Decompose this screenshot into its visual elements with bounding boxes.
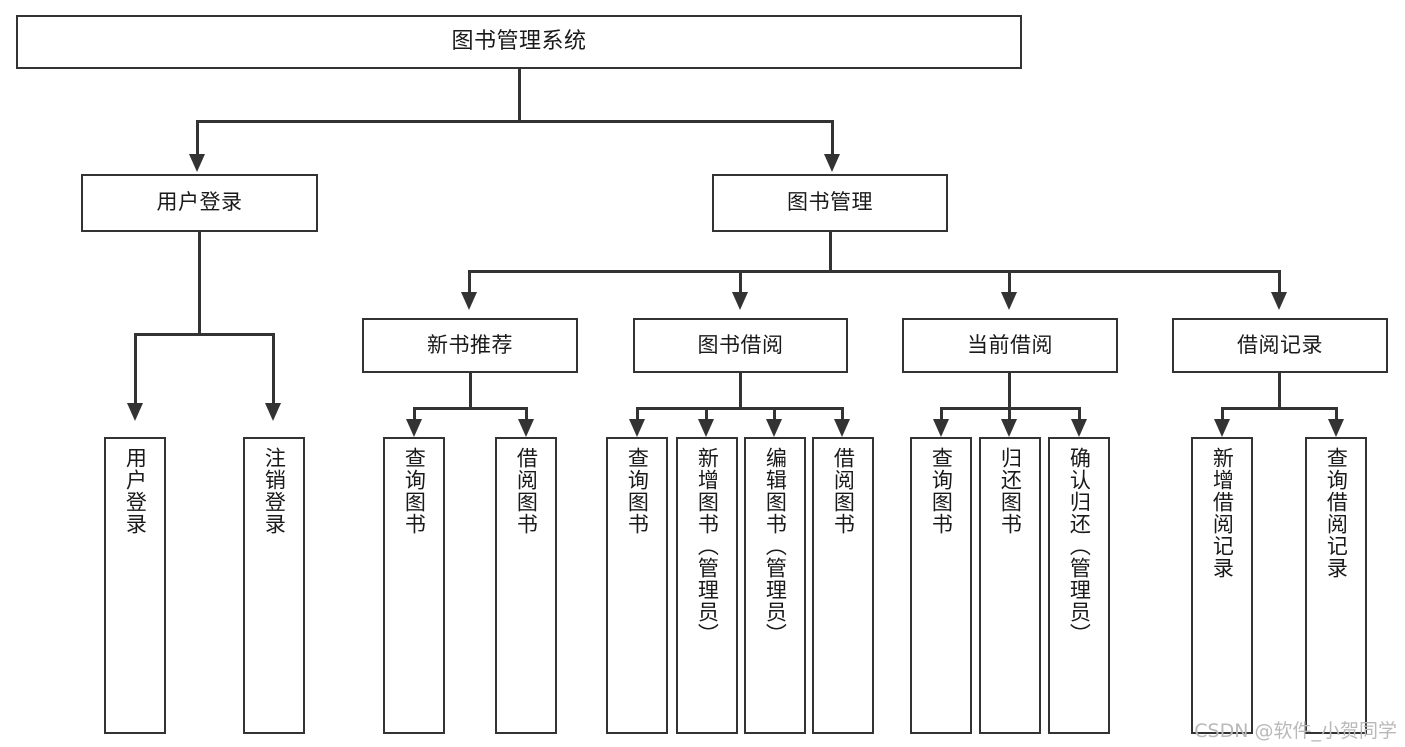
node-label: 新增图书（管理员） bbox=[695, 447, 720, 645]
edge-new-books-drop-1 bbox=[413, 407, 416, 421]
leaf-node-return-book[interactable]: 归还图书 bbox=[979, 437, 1041, 734]
node-label: 确认归还（管理员） bbox=[1067, 447, 1092, 645]
edge-current-trunk bbox=[1008, 373, 1011, 409]
arrowhead-leaf-new-books-1 bbox=[406, 419, 422, 437]
node-label: 查询图书 bbox=[929, 447, 954, 535]
edge-records-drop-1 bbox=[1221, 407, 1224, 421]
edge-records-drop-2 bbox=[1335, 407, 1338, 421]
arrowhead-leaf-new-books-2 bbox=[518, 419, 534, 437]
edge-new-books-trunk bbox=[469, 373, 472, 409]
node-label: 编辑图书（管理员） bbox=[763, 447, 788, 645]
leaf-node-logout[interactable]: 注销登录 bbox=[243, 437, 305, 734]
node-book-borrow[interactable]: 图书借阅 bbox=[633, 318, 848, 373]
node-label: 查询图书 bbox=[402, 447, 427, 535]
arrowhead-borrow-records bbox=[1271, 292, 1287, 310]
node-label: 当前借阅 bbox=[967, 332, 1053, 357]
leaf-node-borrow-books-new[interactable]: 借阅图书 bbox=[495, 437, 557, 734]
arrowhead-leaf-current-2 bbox=[1001, 419, 1017, 437]
node-root-system[interactable]: 图书管理系统 bbox=[16, 15, 1022, 69]
arrowhead-leaf-borrow-4 bbox=[834, 419, 850, 437]
edge-user-login-trunk bbox=[198, 232, 201, 335]
arrowhead-leaf-user-login-1 bbox=[127, 403, 143, 421]
arrowhead-book-borrow bbox=[732, 292, 748, 310]
arrowhead-leaf-current-3 bbox=[1071, 419, 1087, 437]
arrowhead-user-login bbox=[189, 154, 205, 172]
leaf-node-confirm-return-admin[interactable]: 确认归还（管理员） bbox=[1048, 437, 1110, 734]
leaf-node-query-borrow-record[interactable]: 查询借阅记录 bbox=[1305, 437, 1367, 734]
node-label: 图书管理 bbox=[787, 190, 873, 215]
edge-root-trunk bbox=[518, 69, 521, 121]
watermark-text: CSDN @软件_小贺同学 bbox=[1194, 720, 1397, 742]
arrowhead-new-books bbox=[461, 292, 477, 310]
arrowhead-leaf-records-1 bbox=[1214, 419, 1230, 437]
node-user-login[interactable]: 用户登录 bbox=[81, 174, 318, 232]
edge-root-to-user-login bbox=[196, 120, 199, 156]
arrowhead-leaf-borrow-3 bbox=[766, 419, 782, 437]
edge-borrow-drop-2 bbox=[705, 407, 708, 421]
edge-borrow-trunk bbox=[739, 373, 742, 409]
edge-book-manage-drop-3 bbox=[1008, 270, 1011, 294]
edge-current-drop-1 bbox=[940, 407, 943, 421]
leaf-node-user-login[interactable]: 用户登录 bbox=[104, 437, 166, 734]
node-borrow-records[interactable]: 借阅记录 bbox=[1172, 318, 1388, 373]
leaf-node-query-books-borrow[interactable]: 查询图书 bbox=[606, 437, 668, 734]
edge-book-manage-bus bbox=[468, 270, 1279, 273]
node-label: 借阅记录 bbox=[1237, 332, 1323, 357]
edge-borrow-drop-3 bbox=[773, 407, 776, 421]
edge-user-login-bus bbox=[134, 333, 275, 336]
node-label: 借阅图书 bbox=[831, 447, 856, 535]
edge-book-manage-drop-2 bbox=[739, 270, 742, 294]
arrowhead-leaf-user-login-2 bbox=[265, 403, 281, 421]
arrowhead-book-manage bbox=[824, 154, 840, 172]
edge-book-manage-drop-4 bbox=[1278, 270, 1281, 294]
leaf-node-add-borrow-record[interactable]: 新增借阅记录 bbox=[1191, 437, 1253, 734]
node-current-borrow[interactable]: 当前借阅 bbox=[902, 318, 1118, 373]
edge-borrow-drop-1 bbox=[636, 407, 639, 421]
node-label: 归还图书 bbox=[998, 447, 1023, 535]
edge-book-manage-drop-1 bbox=[468, 270, 471, 294]
node-label: 新增借阅记录 bbox=[1210, 447, 1235, 579]
node-label: 查询借阅记录 bbox=[1324, 447, 1349, 579]
node-label: 图书借阅 bbox=[697, 332, 784, 357]
edge-root-to-book-manage bbox=[831, 120, 834, 156]
node-label: 查询图书 bbox=[625, 447, 650, 535]
node-label: 注销登录 bbox=[262, 447, 287, 535]
leaf-node-edit-book-admin[interactable]: 编辑图书（管理员） bbox=[744, 437, 806, 734]
leaf-node-borrow-book[interactable]: 借阅图书 bbox=[812, 437, 874, 734]
arrowhead-leaf-borrow-2 bbox=[698, 419, 714, 437]
node-label: 用户登录 bbox=[123, 447, 148, 535]
arrowhead-leaf-borrow-1 bbox=[629, 419, 645, 437]
edge-book-manage-trunk bbox=[829, 232, 832, 272]
arrowhead-leaf-records-2 bbox=[1328, 419, 1344, 437]
node-label: 借阅图书 bbox=[514, 447, 539, 535]
edge-user-login-drop-2 bbox=[272, 333, 275, 405]
leaf-node-query-books-new[interactable]: 查询图书 bbox=[383, 437, 445, 734]
edge-current-drop-2 bbox=[1008, 407, 1011, 421]
node-label: 图书管理系统 bbox=[451, 28, 587, 54]
node-label: 用户登录 bbox=[156, 190, 243, 215]
edge-borrow-drop-4 bbox=[841, 407, 844, 421]
node-new-book-recommend[interactable]: 新书推荐 bbox=[362, 318, 578, 373]
edge-new-books-bus bbox=[413, 407, 528, 410]
arrowhead-leaf-current-1 bbox=[933, 419, 949, 437]
node-book-management[interactable]: 图书管理 bbox=[712, 174, 948, 232]
arrowhead-current-borrow bbox=[1001, 292, 1017, 310]
edge-records-trunk bbox=[1278, 373, 1281, 409]
edge-new-books-drop-2 bbox=[525, 407, 528, 421]
edge-root-bus bbox=[196, 120, 834, 123]
leaf-node-query-books-current[interactable]: 查询图书 bbox=[910, 437, 972, 734]
leaf-node-add-book-admin[interactable]: 新增图书（管理员） bbox=[676, 437, 738, 734]
edge-user-login-drop-1 bbox=[134, 333, 137, 405]
edge-current-drop-3 bbox=[1078, 407, 1081, 421]
node-label: 新书推荐 bbox=[427, 332, 513, 357]
edge-borrow-bus bbox=[636, 407, 844, 410]
edge-records-bus bbox=[1221, 407, 1338, 410]
